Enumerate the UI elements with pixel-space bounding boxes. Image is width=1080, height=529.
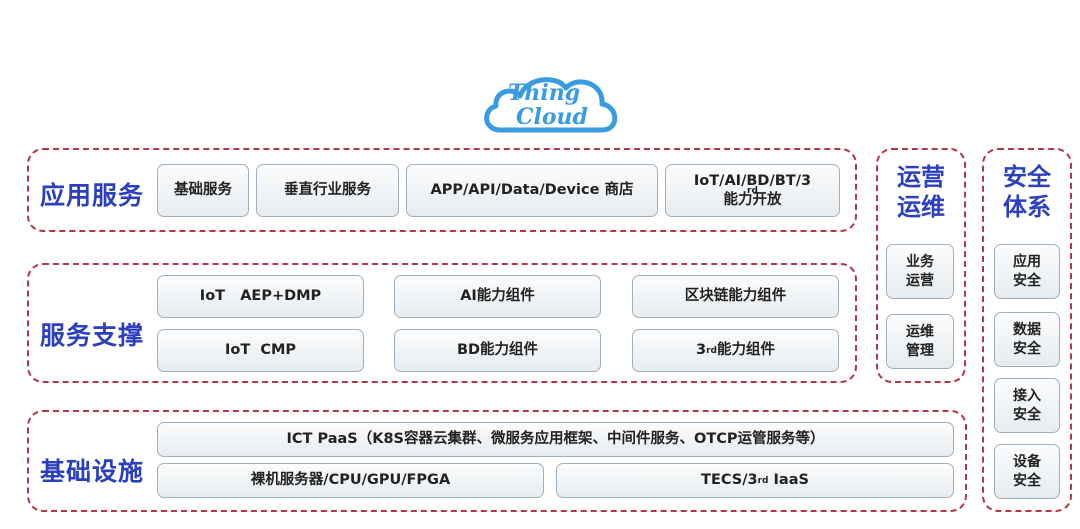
cloud-icon bbox=[484, 77, 618, 133]
service-support-group bbox=[27, 263, 857, 383]
ops-management-box: 运维管理 bbox=[886, 314, 954, 369]
bare-metal-box: 裸机服务器/CPU/GPU/FPGA bbox=[157, 463, 544, 498]
infrastructure-label: 基础设施 bbox=[40, 457, 145, 486]
app-services-label: 应用服务 bbox=[40, 181, 145, 210]
ops-label-line1: 运营 bbox=[897, 163, 945, 191]
business-operation-box: 业务运营 bbox=[886, 244, 954, 299]
basic-services-box: 基础服务 bbox=[157, 164, 249, 217]
ops-label: 运营 运维 bbox=[878, 162, 964, 222]
ai-component-box: AI能力组件 bbox=[394, 275, 601, 318]
security-group: 安全 体系 bbox=[982, 148, 1072, 512]
security-label: 安全 体系 bbox=[984, 162, 1070, 222]
ops-label-line2: 运维 bbox=[897, 193, 945, 221]
access-security-box: 接入安全 bbox=[994, 378, 1060, 433]
vertical-industry-services-box: 垂直行业服务 bbox=[256, 164, 399, 217]
app-services-group bbox=[27, 148, 857, 232]
ict-paas-box: ICT PaaS（K8S容器云集群、微服务应用框架、中间件服务、OTCP运管服务… bbox=[157, 422, 954, 457]
app-security-box: 应用安全 bbox=[994, 244, 1060, 299]
infrastructure-group bbox=[27, 410, 967, 512]
iot-cmp-box: IoT CMP bbox=[157, 329, 364, 372]
ops-group: 运营 运维 bbox=[876, 148, 966, 383]
thingcloud-logo: Thing Cloud bbox=[478, 72, 628, 138]
blockchain-component-box: 区块链能力组件 bbox=[632, 275, 839, 318]
logo-text-thing: Thing bbox=[508, 80, 581, 106]
data-security-box: 数据安全 bbox=[994, 312, 1060, 367]
capability-open-line2: 能力开放 bbox=[723, 191, 782, 208]
iot-aep-dmp-box: IoT AEP+DMP bbox=[157, 275, 364, 318]
store-box: APP/API/Data/Device 商店 bbox=[406, 164, 658, 217]
device-security-box: 设备安全 bbox=[994, 444, 1060, 499]
service-support-label: 服务支撑 bbox=[40, 321, 145, 350]
security-label-line2: 体系 bbox=[1003, 193, 1051, 221]
logo-text-cloud: Cloud bbox=[516, 104, 588, 130]
security-label-line1: 安全 bbox=[1003, 163, 1051, 191]
bd-component-box: BD能力组件 bbox=[394, 329, 601, 372]
